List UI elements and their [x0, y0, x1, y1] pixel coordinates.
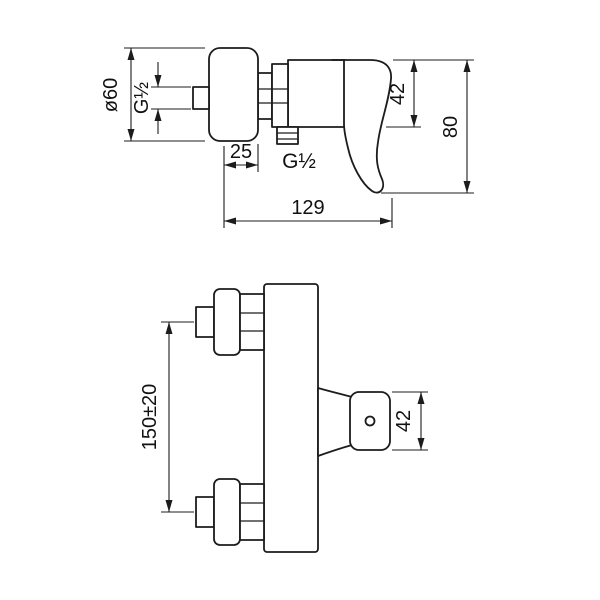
- dim-mount-spacing-label: 150±20: [139, 384, 161, 451]
- side-view: [192, 47, 392, 194]
- hex-nut-top: [239, 293, 265, 351]
- mixer-body-front: [263, 283, 319, 553]
- handle-knob: [208, 47, 259, 142]
- eccentric-flange-top: [213, 288, 241, 356]
- dim-inlet-thread-label: G½: [131, 82, 153, 115]
- dim-outlet-thread-label: G½: [282, 150, 316, 173]
- spout-hole: [364, 415, 376, 427]
- eccentric-flange-bottom: [213, 478, 241, 546]
- dim-spout-width-label: 42: [393, 410, 415, 432]
- dim-handle-diameter-label: ø60: [100, 78, 122, 112]
- wall-fitting-bottom: [195, 496, 215, 528]
- lever-handle: [331, 59, 392, 194]
- outlet-fitting: [276, 126, 299, 145]
- dim-offset-label: 25: [230, 141, 252, 163]
- inlet-fitting: [192, 86, 210, 110]
- front-view-dimensions: 150±20 42: [139, 321, 428, 513]
- dim-total-length-label: 129: [291, 197, 324, 219]
- hex-nut-small: [257, 72, 273, 120]
- side-view-dimensions: ø60 G½ 25 G½ 129 42 80: [100, 47, 474, 228]
- wall-fitting-top: [195, 306, 215, 338]
- spout-neck: [317, 387, 353, 457]
- hex-nut-large: [271, 63, 289, 128]
- dim-body-height-label: 42: [387, 83, 409, 105]
- dim-total-height-label: 80: [440, 116, 462, 138]
- mixer-body-side: [287, 59, 346, 128]
- hex-nut-bottom: [239, 483, 265, 541]
- front-view: [195, 283, 391, 553]
